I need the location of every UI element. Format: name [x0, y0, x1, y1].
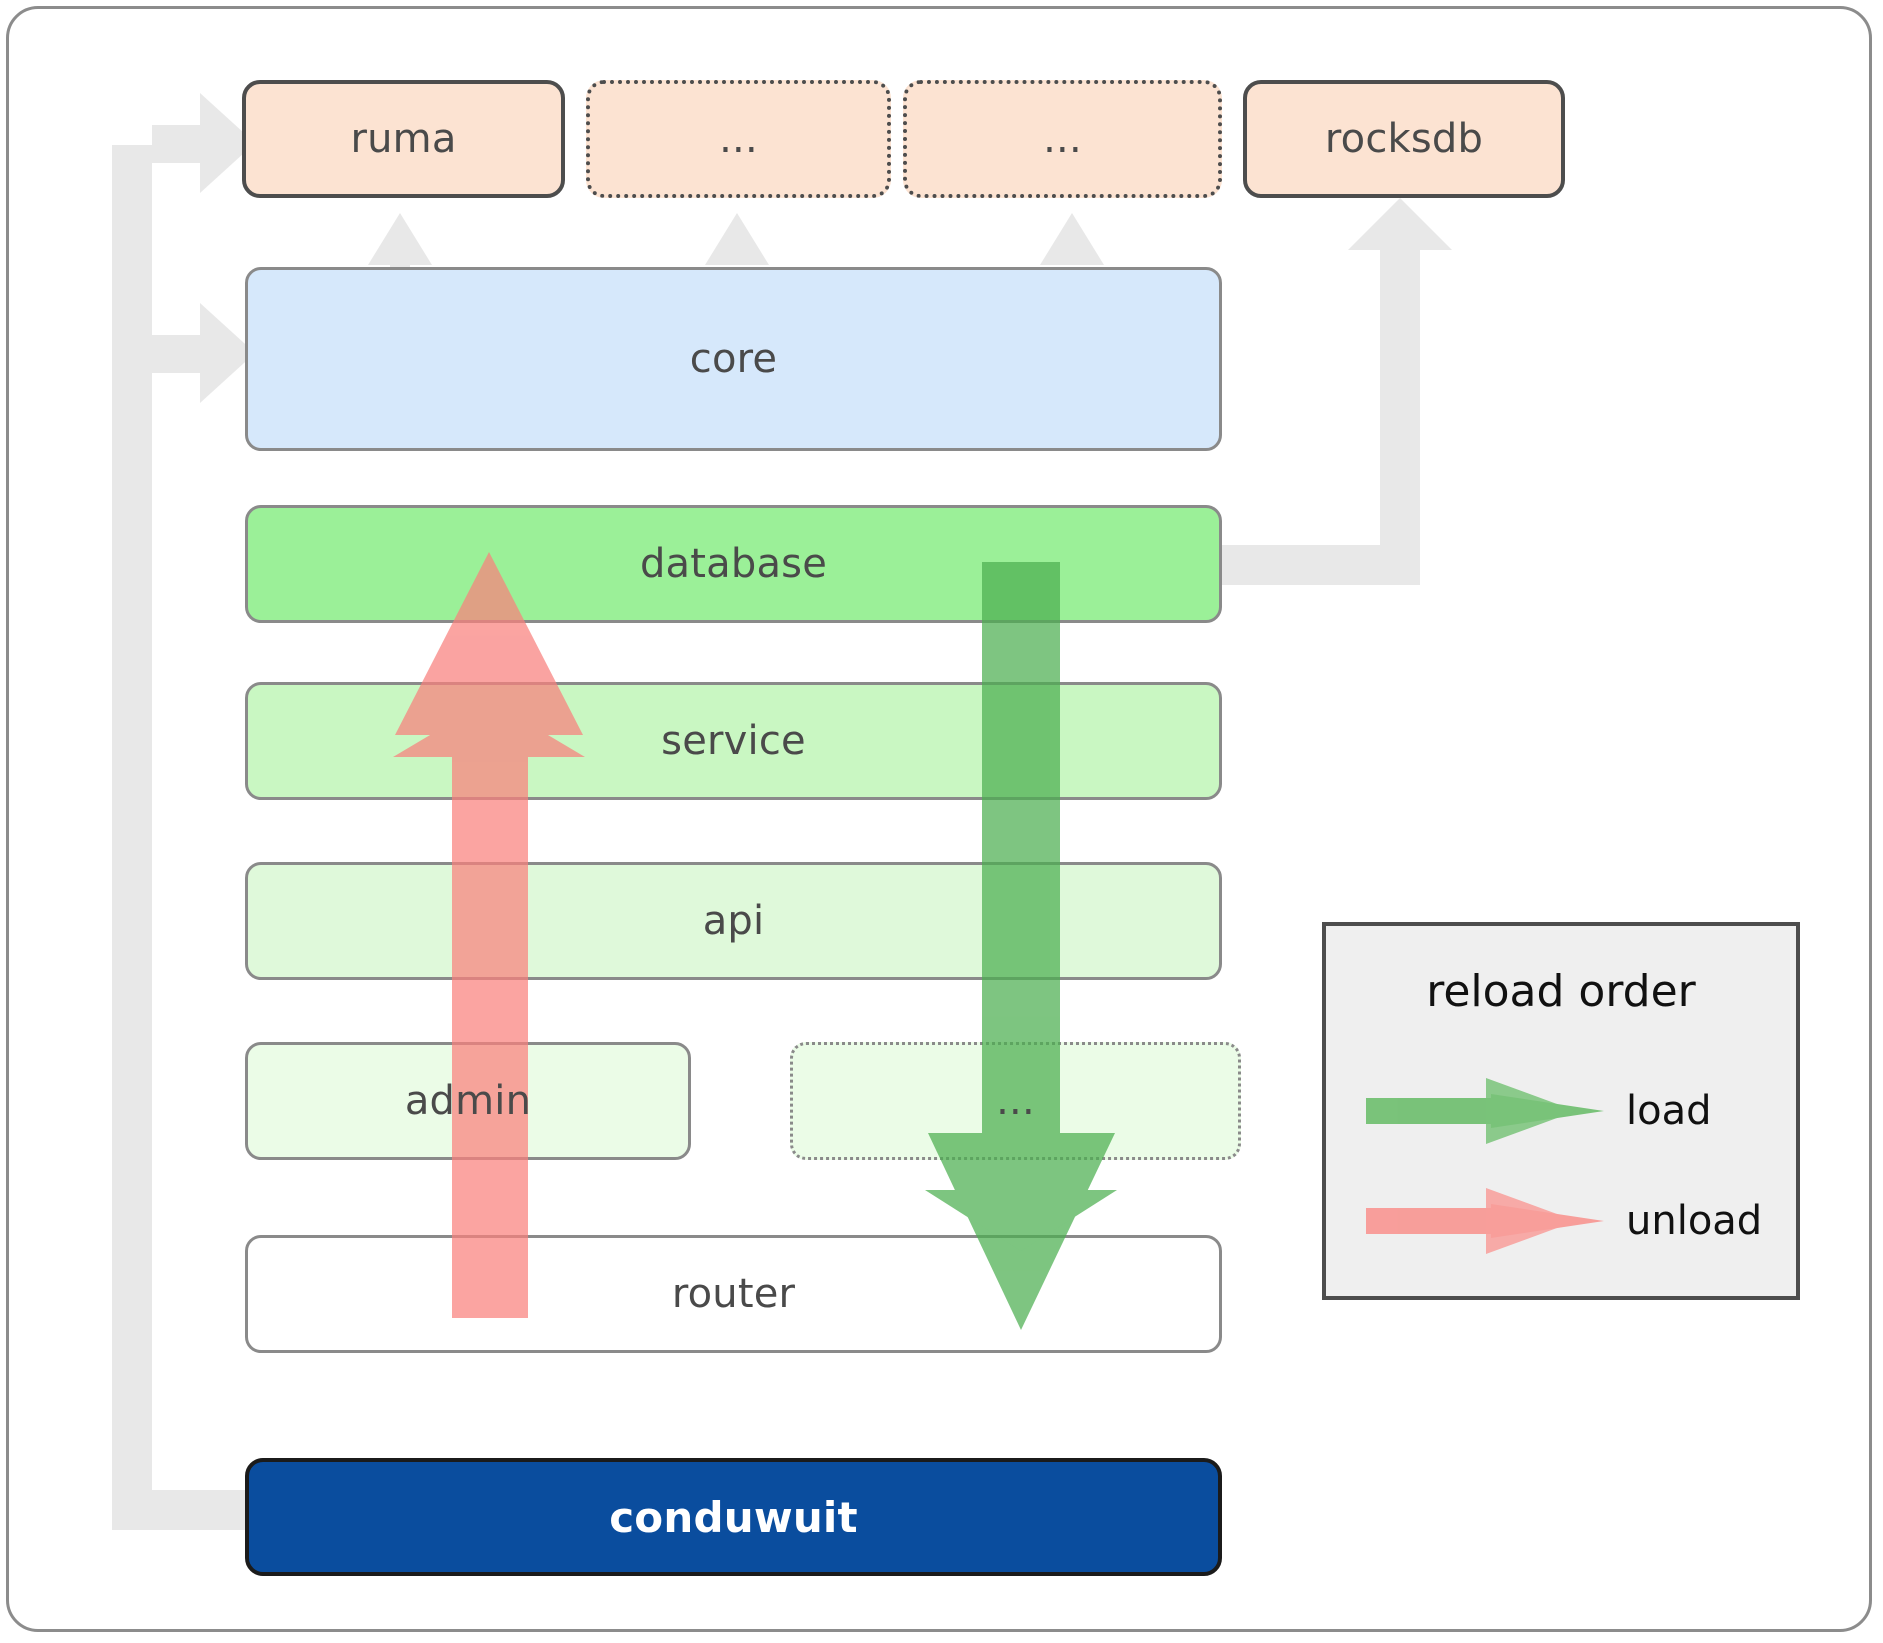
- diagram-frame: [6, 6, 1872, 1632]
- dep-node-ruma[interactable]: ruma: [242, 80, 565, 198]
- dep-node-ellipsis-2[interactable]: ...: [903, 80, 1222, 198]
- layer-database[interactable]: database: [245, 505, 1222, 623]
- legend-label-unload: unload: [1626, 1198, 1763, 1244]
- layer-label-ellipsis: ...: [996, 1078, 1035, 1124]
- dep-label-ellipsis-2: ...: [1043, 116, 1082, 162]
- layer-label-core: core: [689, 336, 778, 382]
- dep-node-rocksdb[interactable]: rocksdb: [1243, 80, 1565, 198]
- dep-label-ellipsis-1: ...: [719, 116, 758, 162]
- layer-ellipsis[interactable]: ...: [790, 1042, 1241, 1160]
- layer-router[interactable]: router: [245, 1235, 1222, 1353]
- binary-node-conduwuit[interactable]: conduwuit: [245, 1458, 1222, 1576]
- dep-label-rocksdb: rocksdb: [1324, 116, 1484, 162]
- binary-label-conduwuit: conduwuit: [609, 1492, 858, 1542]
- layer-api[interactable]: api: [245, 862, 1222, 980]
- layer-label-api: api: [702, 898, 765, 944]
- legend-unload-arrow-icon: [1366, 1188, 1604, 1254]
- layer-label-router: router: [671, 1271, 796, 1317]
- legend-box: reload order load unload: [1322, 922, 1800, 1300]
- legend-row-load: load: [1326, 1066, 1796, 1156]
- layer-label-admin: admin: [404, 1078, 532, 1124]
- layer-core[interactable]: core: [245, 267, 1222, 451]
- legend-row-unload: unload: [1326, 1176, 1796, 1266]
- layer-admin[interactable]: admin: [245, 1042, 691, 1160]
- layer-label-database: database: [639, 541, 828, 587]
- legend-label-load: load: [1626, 1088, 1712, 1134]
- layer-label-service: service: [661, 718, 806, 764]
- dep-node-ellipsis-1[interactable]: ...: [586, 80, 891, 198]
- dep-label-ruma: ruma: [350, 116, 457, 162]
- legend-load-arrow-icon: [1366, 1078, 1604, 1144]
- legend-title: reload order: [1426, 966, 1696, 1017]
- layer-service[interactable]: service: [245, 682, 1222, 800]
